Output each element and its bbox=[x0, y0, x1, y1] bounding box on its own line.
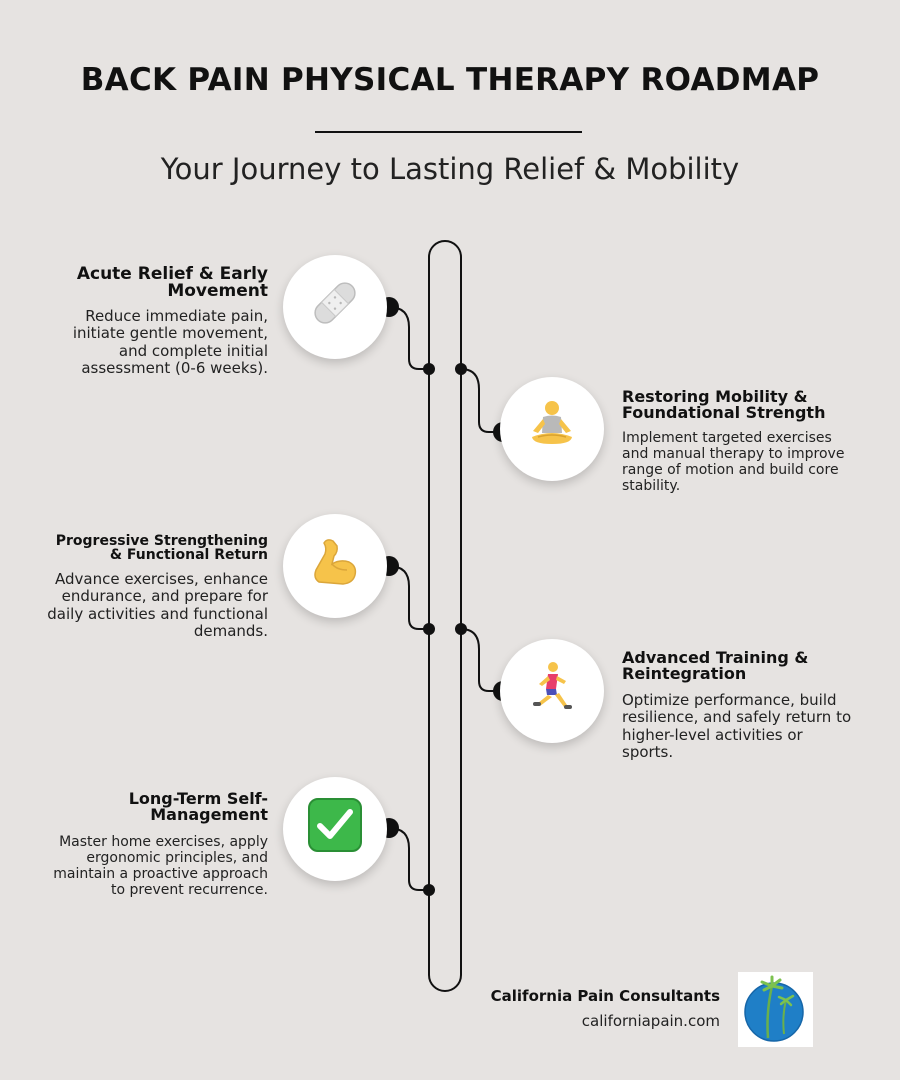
meditation-icon bbox=[524, 397, 580, 461]
brand-name: California Pain Consultants bbox=[490, 987, 720, 1005]
runner-icon bbox=[524, 659, 580, 723]
stage-5-icon-circle bbox=[283, 777, 387, 881]
stage-4-title: Advanced Training & Reintegration bbox=[622, 648, 809, 683]
stage-5-description: Master home exercises, apply ergonomic p… bbox=[53, 834, 268, 899]
stage-2-icon-circle bbox=[500, 377, 604, 481]
connector-stage-3 bbox=[388, 565, 429, 630]
page-title: BACK PAIN PHYSICAL THERAPY ROADMAP bbox=[80, 62, 820, 98]
stage-2-title: Restoring Mobility & Foundational Streng… bbox=[622, 387, 826, 422]
page-subtitle: Your Journey to Lasting Relief & Mobilit… bbox=[160, 152, 740, 186]
stage-3-title: Progressive Strengthening & Functional R… bbox=[55, 533, 268, 563]
stage-5-title: Long-Term Self-Management bbox=[128, 789, 268, 824]
flexed-bicep-icon bbox=[307, 534, 363, 598]
check-mark-icon bbox=[308, 798, 362, 860]
brand-logo bbox=[738, 972, 813, 1047]
node-stage-1-track bbox=[423, 363, 435, 375]
palm-tree-globe-icon bbox=[738, 975, 813, 1051]
roadmap-track bbox=[428, 240, 462, 992]
stage-1-icon-circle bbox=[283, 255, 387, 359]
connector-stage-2 bbox=[460, 368, 503, 433]
connector-stage-4 bbox=[460, 628, 503, 692]
stage-4-icon-circle bbox=[500, 639, 604, 743]
node-stage-3-track bbox=[423, 623, 435, 635]
stage-1-description: Reduce immediate pain, initiate gentle m… bbox=[72, 307, 268, 377]
bandage-icon bbox=[307, 275, 363, 339]
stage-1-title: Acute Relief & Early Movement bbox=[76, 264, 268, 301]
node-stage-5-track bbox=[423, 884, 435, 896]
title-divider bbox=[315, 131, 582, 133]
node-stage-4-track bbox=[455, 623, 467, 635]
stage-2-description: Implement targeted exercises and manual … bbox=[622, 430, 845, 495]
connector-stage-1 bbox=[388, 306, 429, 370]
stage-3-description: Advance exercises, enhance endurance, an… bbox=[47, 570, 268, 640]
stage-3-icon-circle bbox=[283, 514, 387, 618]
brand-url[interactable]: californiapain.com bbox=[581, 1012, 720, 1030]
stage-4-description: Optimize performance, build resilience, … bbox=[622, 691, 852, 761]
node-stage-2-track bbox=[455, 363, 467, 375]
connector-stage-5 bbox=[388, 827, 429, 891]
